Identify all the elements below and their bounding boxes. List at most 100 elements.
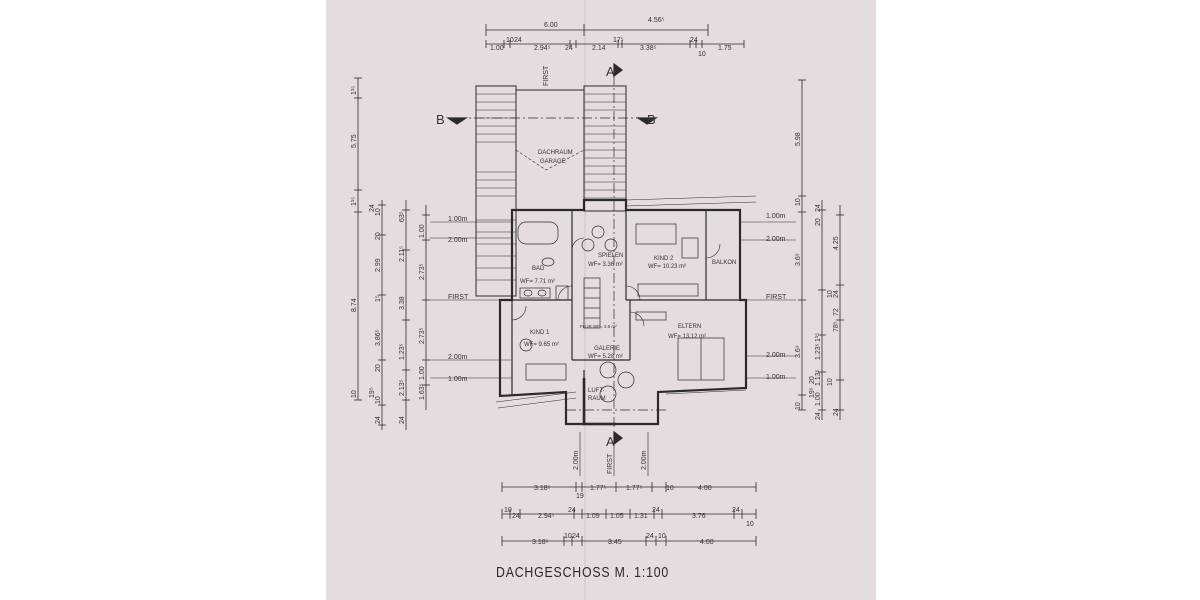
left-inner-6: 24 xyxy=(399,416,406,424)
section-markers xyxy=(446,62,658,446)
right-middle-8: 19⁵ xyxy=(809,387,816,398)
top-dim-detail-6: 2.14 xyxy=(592,45,606,52)
room-galerie-area: WF= 5.28 m² xyxy=(588,354,623,360)
left-middle-10: 24 xyxy=(375,416,382,424)
right-inner-1: 4.25 xyxy=(833,236,840,250)
room-balkon: BALKON xyxy=(712,260,736,266)
right-inner-5: 78⁵ xyxy=(833,321,840,332)
room-galerie-name: GALERIE xyxy=(594,346,620,352)
left-inner2-2: 2.73⁵ xyxy=(419,263,426,280)
bottom-row2-2: 24 xyxy=(512,513,520,520)
top-dim-detail-3: 24 xyxy=(514,37,522,44)
right-middle-6: 1.00 xyxy=(815,392,822,406)
outer-walls xyxy=(498,198,748,426)
top-dim-detail-1: 1.00 xyxy=(490,45,504,52)
height-label-4: 1.00m xyxy=(448,376,468,383)
height-label-8: 1.00m xyxy=(766,374,786,381)
top-dim-overall-1: 6.00 xyxy=(544,22,558,29)
left-middle-1: 10 xyxy=(375,208,382,216)
left-middle-7: 20 xyxy=(375,364,382,372)
left-inner-2: 2.11⁵ xyxy=(399,246,406,262)
bottom-row1-1: 3.18⁵ xyxy=(534,485,551,492)
floor-plan-drawing: 6.00 4.56⁵ 1.00 10 24 2.94⁵ 24 2.14 17⁵ … xyxy=(351,17,844,546)
right-outer-2: 10 xyxy=(795,198,802,206)
left-outer-1: 1¹⁵ xyxy=(351,86,358,95)
top-dimension-lines xyxy=(485,24,745,48)
section-a-top: A xyxy=(606,64,615,79)
height-label-5: 1.00m xyxy=(766,213,786,220)
left-middle-8: 10 xyxy=(375,396,382,404)
room-dachraum-2: GARAGE xyxy=(540,159,566,165)
room-eltern-name: ELTERN xyxy=(678,324,701,330)
first-label-right: FIRST xyxy=(766,294,787,301)
room-kind2-name: KIND 2 xyxy=(654,256,674,262)
left-inner-3: 3.38 xyxy=(399,296,406,310)
left-outer-2: 5.75 xyxy=(351,134,358,148)
bottom-row3-2: 10 xyxy=(564,533,572,540)
bottom-row1-4: 1.77⁵ xyxy=(626,485,643,492)
right-outer-1: 5.98 xyxy=(795,132,802,146)
left-inner-4: 1.23⁵ xyxy=(399,343,406,360)
height-label-6: 2.00m xyxy=(766,236,786,243)
right-inner-6: 10 xyxy=(827,378,834,386)
plan-title: DACHGESCHOSS M. 1:100 xyxy=(496,564,670,581)
section-lines xyxy=(456,75,666,428)
bottom-row2-8: 24 xyxy=(652,507,660,514)
bottom-row2-10: 24 xyxy=(732,507,740,514)
right-middle-9: 24 xyxy=(815,412,822,420)
left-middle-6: 3.86⁵ xyxy=(375,329,382,346)
section-b-right: B xyxy=(647,112,656,127)
bottom-row2-6: 1.05 xyxy=(610,513,624,520)
right-middle-2: 24 xyxy=(815,204,822,212)
bottom-vert-3: 2.00m xyxy=(641,450,648,470)
left-inner2-3: 2.73⁵ xyxy=(419,327,426,344)
bottom-row1-5: 10 xyxy=(666,485,674,492)
right-inner-7: 24 xyxy=(833,408,840,416)
section-a-bottom: A xyxy=(606,434,615,449)
bottom-row3-4: 3.45 xyxy=(608,539,622,546)
bottom-row2-5: 1.09 xyxy=(586,513,600,520)
bottom-row2-4: 24 xyxy=(568,507,576,514)
right-middle-3: 1¹⁵ xyxy=(815,333,822,342)
left-middle-4: 2.99 xyxy=(375,258,382,272)
left-outer-3: 1¹⁵ xyxy=(351,197,358,206)
room-spielen-area: WF= 3.36 m² xyxy=(588,262,623,268)
left-middle-3: 20 xyxy=(375,232,382,240)
roof-hatching xyxy=(476,93,757,409)
right-middle-7: 20 xyxy=(809,376,816,384)
left-inner2-1: 1.00 xyxy=(419,224,426,238)
height-label-2: 2.00m xyxy=(448,237,468,244)
right-inner-3: 10 xyxy=(827,290,834,298)
top-dim-detail-11: 1.75 xyxy=(718,45,732,52)
room-bad-area: WF= 7.71 m² xyxy=(520,279,555,285)
left-outer-4: 8.74 xyxy=(351,298,358,312)
left-dimension-lines xyxy=(354,77,430,430)
top-dim-detail-5: 24 xyxy=(565,45,573,52)
bottom-row2-11: 10 xyxy=(746,521,754,528)
room-dachraum-1: DACHRAUM xyxy=(538,150,573,156)
bottom-row3-7: 4.00 xyxy=(700,539,714,546)
right-dimension-lines xyxy=(798,79,844,420)
bottom-row3-1: 3.18⁵ xyxy=(532,539,549,546)
room-luftraum-1: LUFT- xyxy=(588,388,605,394)
left-middle-9: 19⁵ xyxy=(369,387,376,398)
section-b-left: B xyxy=(436,112,445,127)
first-label-top: FIRST xyxy=(543,65,550,86)
room-spielen-name: SPIELEN xyxy=(598,253,623,259)
room-kind1-area: WF= 9.65 m² xyxy=(524,342,559,348)
left-inner-5: 2.13⁵ xyxy=(399,379,406,396)
height-label-7: 2.00m xyxy=(766,352,786,359)
first-label-left: FIRST xyxy=(448,294,469,301)
room-kind1-name: KIND 1 xyxy=(530,330,550,336)
top-dim-overall-2: 4.56⁵ xyxy=(648,17,665,24)
right-inner-4: 72 xyxy=(833,308,840,316)
right-outer-3: 3.6⁹ xyxy=(795,253,802,266)
bottom-row2-9: 3.76 xyxy=(692,513,706,520)
top-dim-detail-2: 10 xyxy=(506,37,514,44)
left-inner2-4: 1.00 xyxy=(419,366,426,380)
left-inner2-5: 1.63⁵ xyxy=(419,383,426,400)
top-dim-detail-7: 17⁵ xyxy=(613,37,624,44)
bottom-vert-2: FIRST xyxy=(607,453,614,474)
top-dim-detail-4: 2.94⁵ xyxy=(534,45,551,52)
fixtures xyxy=(517,221,725,403)
